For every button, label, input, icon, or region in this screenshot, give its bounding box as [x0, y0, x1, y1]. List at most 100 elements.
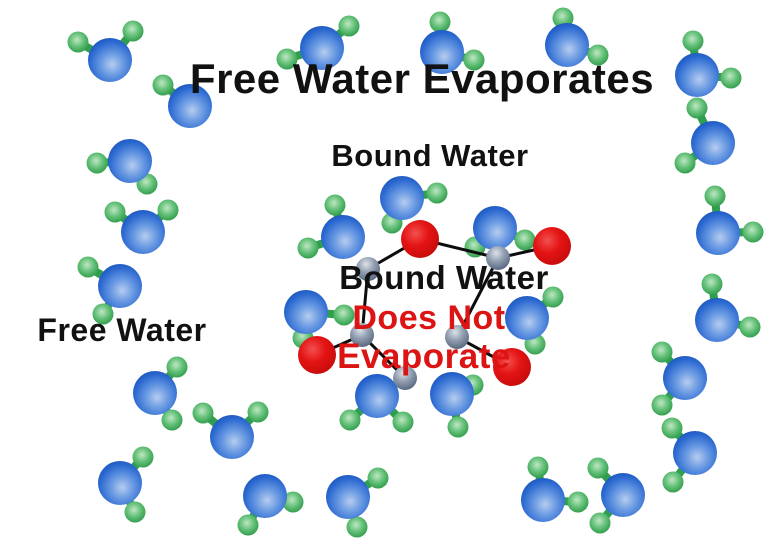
oxygen-sphere — [430, 372, 474, 416]
hydrogen-sphere — [429, 11, 451, 33]
free-water-molecule — [192, 401, 269, 459]
binding-site-red-sphere — [298, 336, 336, 374]
free-water-molecule — [152, 74, 212, 128]
hydrogen-sphere — [367, 467, 389, 489]
hydrogen-sphere — [392, 411, 414, 433]
free-water-molecule — [67, 20, 144, 82]
crosslink-gray-sphere — [356, 257, 380, 281]
hydrogen-sphere — [157, 199, 179, 221]
hydrogen-sphere — [132, 446, 154, 468]
hydrogen-sphere — [77, 256, 99, 278]
bound-water-heading: Bound Water — [331, 138, 529, 173]
hydrogen-sphere — [124, 501, 146, 523]
hydrogen-sphere — [192, 402, 214, 424]
oxygen-sphere — [355, 374, 399, 418]
hydrogen-sphere — [333, 304, 355, 326]
free-water-molecule — [695, 273, 761, 342]
free-water-molecule — [98, 446, 154, 523]
crosslink-gray-sphere — [445, 325, 469, 349]
oxygen-sphere — [545, 23, 589, 67]
hydrogen-sphere — [447, 416, 469, 438]
oxygen-sphere — [691, 121, 735, 165]
free-water-molecule — [86, 139, 158, 195]
oxygen-sphere — [380, 176, 424, 220]
hydrogen-sphere — [739, 316, 761, 338]
hydrogen-sphere — [514, 229, 536, 251]
hydrogen-sphere — [122, 20, 144, 42]
oxygen-sphere — [121, 210, 165, 254]
hydrogen-sphere — [686, 97, 708, 119]
bound-water-center-label: Bound Water — [339, 259, 549, 296]
oxygen-sphere — [521, 478, 565, 522]
hydrogen-sphere — [567, 491, 589, 513]
polymer-bond — [455, 256, 500, 339]
free-water-molecule — [674, 97, 735, 174]
hydrogen-sphere — [152, 74, 174, 96]
free-water-label: Free Water — [37, 312, 207, 348]
free-water-molecule — [661, 417, 717, 493]
oxygen-sphere — [98, 461, 142, 505]
hydrogen-sphere — [701, 273, 723, 295]
hydrogen-sphere — [282, 491, 304, 513]
oxygen-sphere — [473, 206, 517, 250]
oxygen-sphere — [601, 473, 645, 517]
evaporate-label: Evaporate — [337, 337, 511, 376]
free-water-molecule — [276, 15, 360, 70]
hydrogen-sphere — [587, 44, 609, 66]
oxygen-sphere — [696, 211, 740, 255]
free-water-molecule — [587, 457, 645, 534]
oxygen-sphere — [168, 84, 212, 128]
oxygen-sphere — [663, 356, 707, 400]
hydrogen-sphere — [742, 221, 764, 243]
oxygen-sphere — [300, 26, 344, 70]
free-water-molecule — [420, 11, 485, 74]
hydrogen-sphere — [276, 48, 298, 70]
oxygen-sphere — [420, 30, 464, 74]
oxygen-sphere — [108, 139, 152, 183]
hydrogen-sphere — [237, 514, 259, 536]
crosslink-gray-sphere — [350, 323, 374, 347]
free-water-molecule — [104, 199, 179, 254]
hydrogen-sphere — [297, 237, 319, 259]
crosslink-gray-sphere — [393, 366, 417, 390]
free-water-molecule — [545, 7, 609, 67]
free-water-molecule — [696, 185, 764, 255]
free-water-molecule — [133, 356, 188, 431]
hydrogen-sphere — [426, 182, 448, 204]
binding-site-red-sphere — [401, 220, 439, 258]
hydrogen-sphere — [161, 409, 183, 431]
oxygen-sphere — [98, 264, 142, 308]
bound-water-molecule — [505, 286, 564, 355]
free-water-molecule — [521, 456, 589, 522]
bound-water-molecule — [297, 194, 365, 259]
hydrogen-sphere — [651, 341, 673, 363]
hydrogen-sphere — [104, 201, 126, 223]
hydrogen-sphere — [704, 185, 726, 207]
binding-site-red-sphere — [493, 348, 531, 386]
hydrogen-sphere — [67, 31, 89, 53]
oxygen-sphere — [321, 215, 365, 259]
hydrogen-sphere — [86, 152, 108, 174]
free-water-molecule — [237, 474, 304, 536]
oxygen-sphere — [675, 53, 719, 97]
hydrogen-sphere — [247, 401, 269, 423]
hydrogen-sphere — [346, 516, 368, 538]
does-not-label: Does Not — [352, 299, 506, 337]
hydrogen-sphere — [463, 49, 485, 71]
oxygen-sphere — [243, 474, 287, 518]
hydrogen-sphere — [674, 152, 696, 174]
hydrogen-sphere — [527, 456, 549, 478]
free-water-molecule — [326, 467, 389, 538]
hydrogen-sphere — [338, 15, 360, 37]
hydrogen-sphere — [166, 356, 188, 378]
hydrogen-sphere — [662, 471, 684, 493]
oxygen-sphere — [88, 38, 132, 82]
crosslink-gray-sphere — [486, 246, 510, 270]
hydrogen-sphere — [589, 512, 611, 534]
bound-water-molecule — [284, 290, 355, 349]
binding-site-red-sphere — [533, 227, 571, 265]
oxygen-sphere — [133, 371, 177, 415]
hydrogen-sphere — [324, 194, 346, 216]
